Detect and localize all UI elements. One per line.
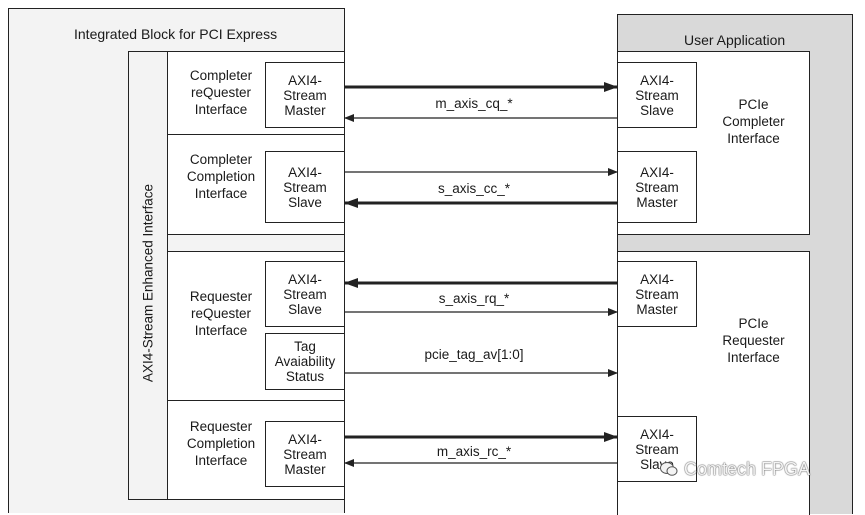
- completer-requester-label: Completer reQuester Interface: [189, 68, 253, 117]
- user-application-title: User Application: [684, 32, 786, 48]
- rq-stream-master-port: AXI4- Stream Master: [617, 261, 697, 327]
- requester-requester-label: Requester reQuester Interface: [189, 289, 253, 338]
- cq-stream-slave-port: AXI4- Stream Slave: [617, 62, 697, 128]
- watermark: Comtech FPGA: [660, 459, 810, 480]
- integrated-block-title: Integrated Block for PCI Express: [74, 26, 278, 42]
- cc-stream-master-port: AXI4- Stream Master: [617, 151, 697, 223]
- pcie-completer-label: PCIe Completer Interface: [722, 97, 785, 146]
- rq-stream-slave-port: AXI4- Stream Slave: [265, 261, 345, 327]
- signal-cc: s_axis_cc_*: [437, 181, 511, 196]
- signal-tag: pcie_tag_av[1:0]: [424, 347, 524, 362]
- completer-completion-label: Completer Completion Interface: [186, 152, 256, 201]
- rc-stream-slave-port: AXI4- Stream Slave: [617, 416, 697, 482]
- signal-cq: m_axis_cq_*: [435, 96, 513, 111]
- tag-availability-status-port: Tag Avaiability Status: [265, 333, 345, 390]
- pcie-requester-label: PCIe Requester Interface: [722, 316, 785, 365]
- watermark-text: Comtech FPGA: [684, 459, 811, 479]
- signal-rq: s_axis_rq_*: [438, 291, 510, 306]
- chat-bubble-icon: [660, 462, 678, 476]
- signal-rc: m_axis_rc_*: [436, 444, 512, 459]
- cc-stream-slave-port: AXI4- Stream Slave: [265, 151, 345, 223]
- requester-completion-label: Requester Completion Interface: [186, 419, 256, 468]
- rc-stream-master-port: AXI4- Stream Master: [265, 421, 345, 487]
- cq-stream-master-port: AXI4- Stream Master: [265, 62, 345, 128]
